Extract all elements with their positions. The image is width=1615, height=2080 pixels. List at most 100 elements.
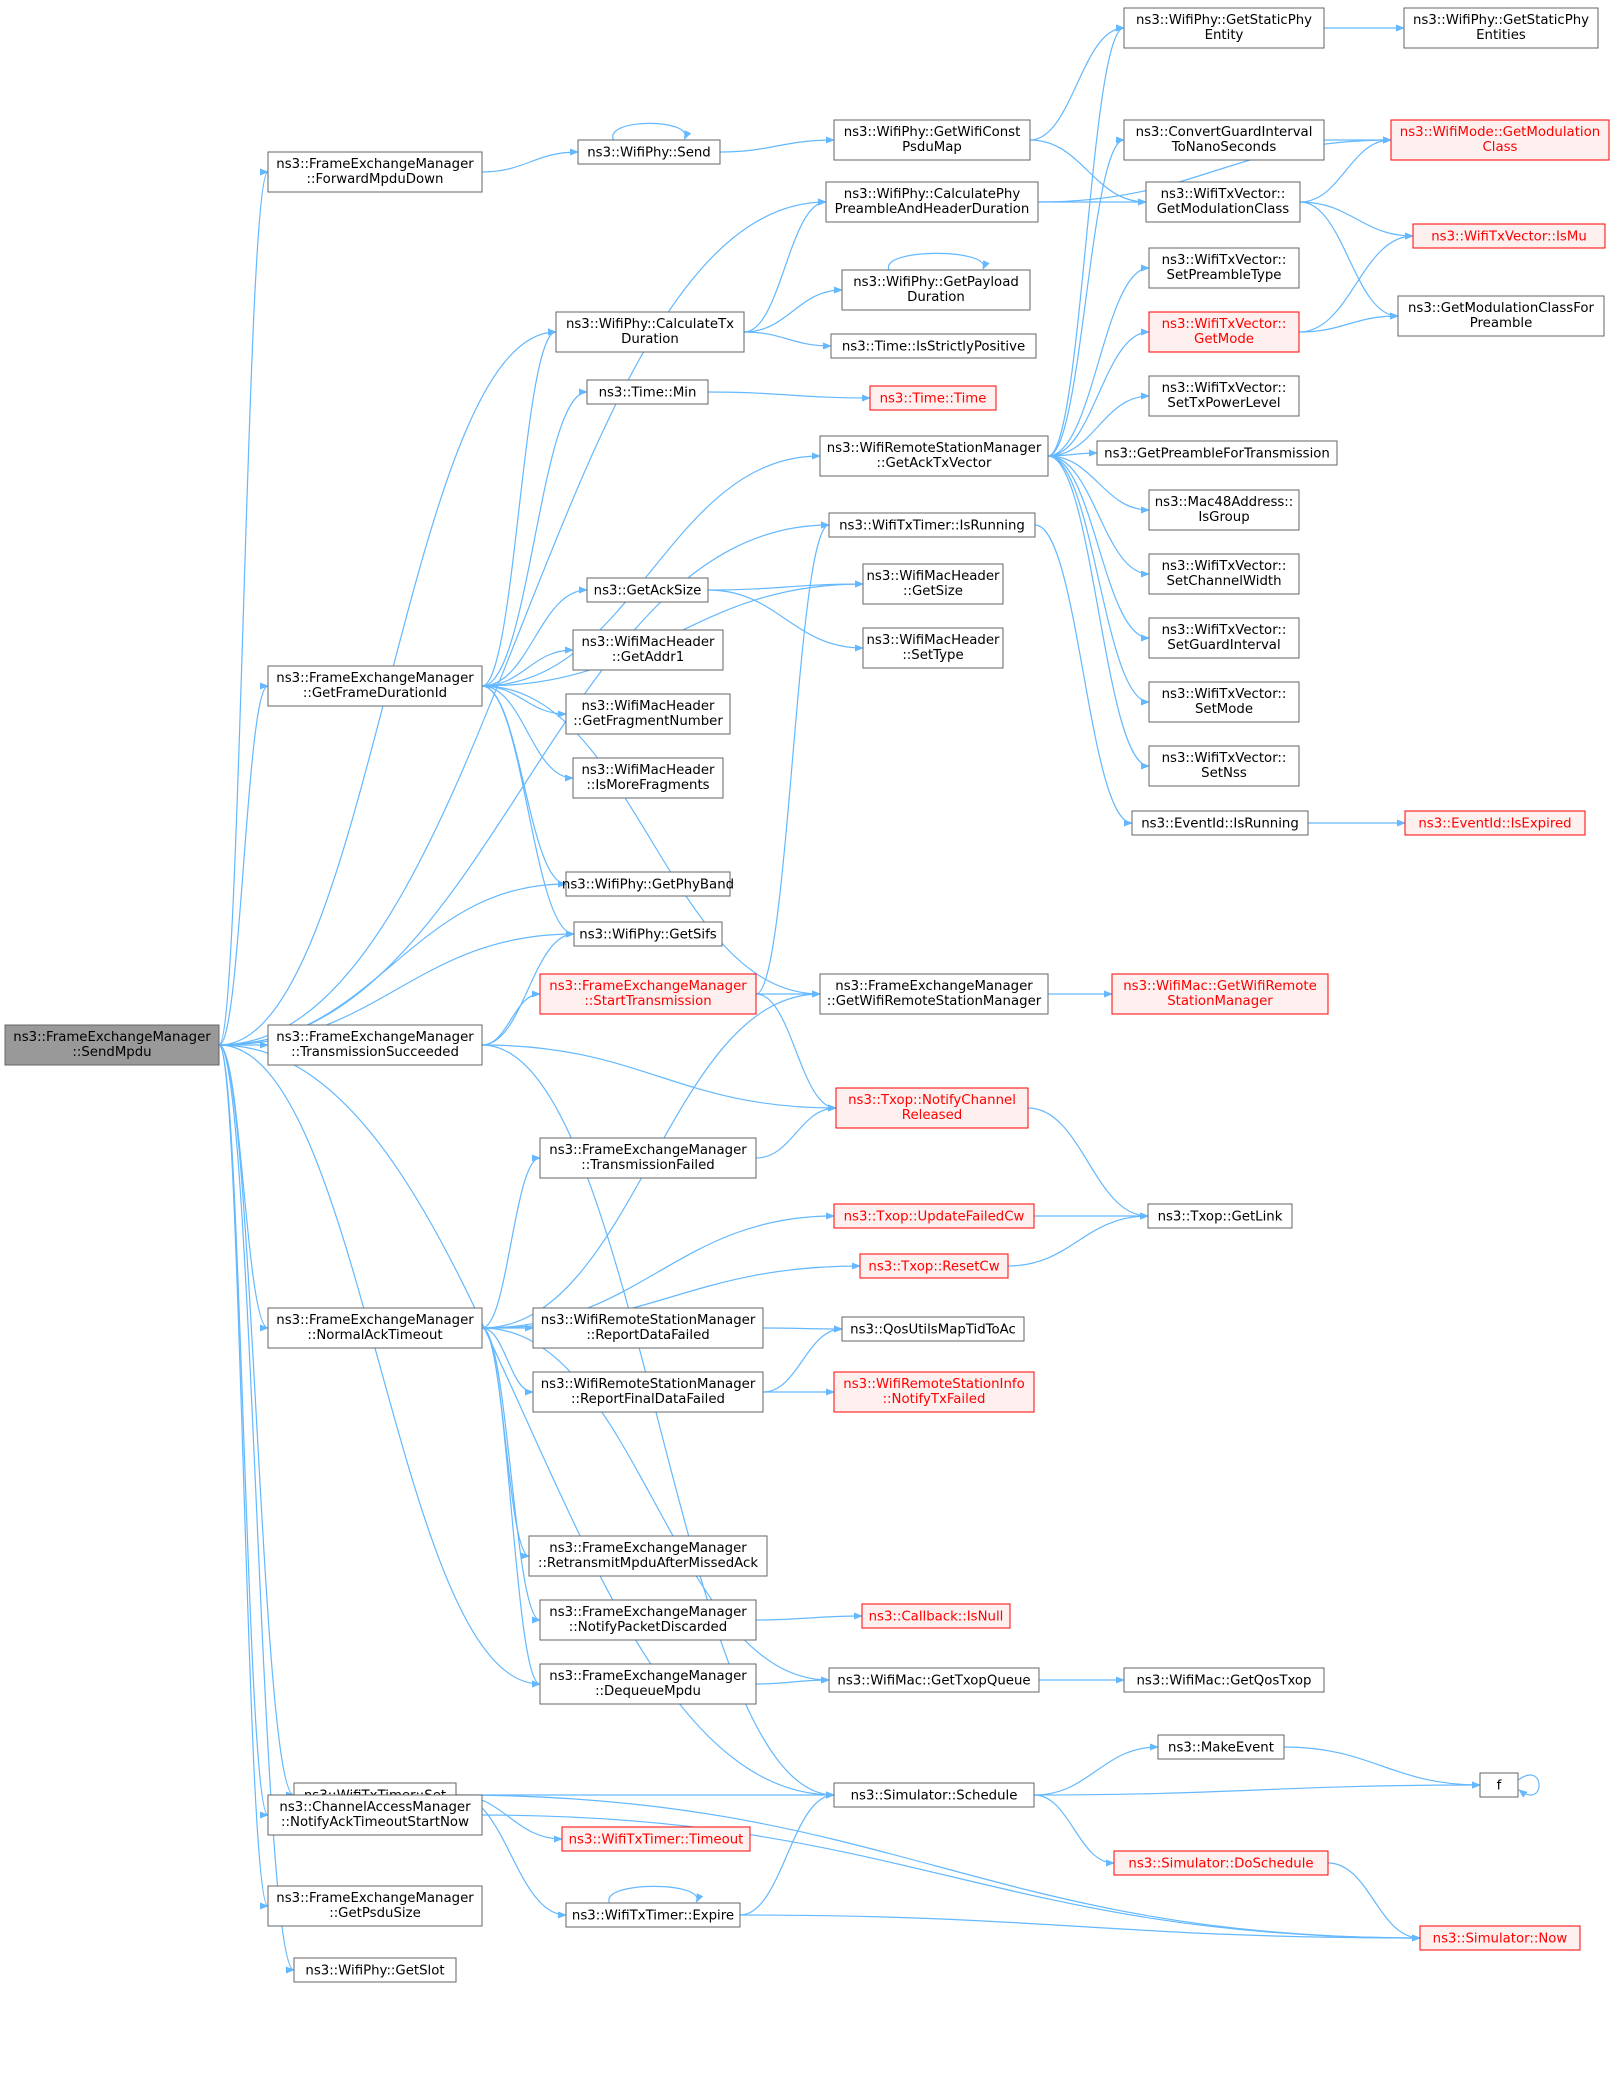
graph-node[interactable]: ns3::WifiMacHeader::GetFragmentNumber bbox=[565, 693, 731, 735]
graph-node[interactable]: ns3::GetAckSize bbox=[586, 577, 709, 603]
graph-node[interactable]: f bbox=[1479, 1772, 1519, 1798]
graph-node[interactable]: ns3::FrameExchangeManager::GetFrameDurat… bbox=[267, 665, 483, 707]
graph-node[interactable]: ns3::MakeEvent bbox=[1157, 1734, 1285, 1760]
graph-node[interactable]: ns3::WifiMacHeader::GetSize bbox=[862, 563, 1004, 605]
graph-node[interactable]: ns3::EventId::IsRunning bbox=[1131, 810, 1309, 836]
graph-node[interactable]: ns3::WifiRemoteStationManager::ReportDat… bbox=[532, 1307, 764, 1349]
graph-node[interactable]: ns3::WifiMacHeader::GetAddr1 bbox=[572, 629, 724, 671]
graph-node[interactable]: ns3::Txop::GetLink bbox=[1147, 1203, 1293, 1229]
graph-node[interactable]: ns3::WifiTxVector::SetMode bbox=[1148, 681, 1300, 723]
graph-node[interactable]: ns3::FrameExchangeManager::StartTransmis… bbox=[539, 973, 757, 1015]
call-edge bbox=[481, 685, 567, 888]
node-box bbox=[869, 385, 997, 411]
node-label: ns3::WifiPhy::GetSifs bbox=[579, 928, 717, 943]
node-box bbox=[1148, 617, 1300, 659]
graph-node[interactable]: ns3::Simulator::Now bbox=[1419, 1925, 1581, 1951]
graph-node[interactable]: ns3::WifiMacHeader::SetType bbox=[862, 627, 1004, 669]
graph-node[interactable]: ns3::Callback::IsNull bbox=[861, 1603, 1011, 1629]
graph-node[interactable]: ns3::WifiTxTimer::Expire bbox=[565, 1902, 741, 1928]
node-label: ns3::WifiPhy::Send bbox=[587, 146, 711, 161]
graph-node[interactable]: ns3::WifiTxVector::IsMu bbox=[1412, 223, 1606, 249]
graph-node[interactable]: ns3::WifiTxVector::GetMode bbox=[1148, 311, 1300, 353]
node-box bbox=[586, 379, 709, 405]
graph-node[interactable]: ns3::FrameExchangeManager::NotifyPacketD… bbox=[539, 1599, 757, 1641]
node-label: ns3::Simulator::Schedule bbox=[851, 1789, 1018, 1804]
node-label: PreambleAndHeaderDuration bbox=[835, 202, 1030, 217]
node-label: SetTxPowerLevel bbox=[1167, 396, 1280, 411]
graph-node[interactable]: ns3::WifiMac::GetQosTxop bbox=[1123, 1667, 1325, 1693]
graph-node[interactable]: ns3::WifiPhy::GetPhyBand bbox=[562, 871, 734, 897]
node-label: ns3::Txop::GetLink bbox=[1158, 1210, 1283, 1225]
graph-node[interactable]: ns3::GetPreambleForTransmission bbox=[1096, 440, 1338, 466]
graph-node[interactable]: ns3::WifiPhy::GetSifs bbox=[573, 921, 723, 947]
node-label: ns3::ChannelAccessManager bbox=[279, 1800, 471, 1815]
graph-node[interactable]: ns3::WifiMacHeader::IsMoreFragments bbox=[572, 757, 724, 799]
node-box bbox=[1148, 375, 1300, 417]
graph-node[interactable]: ns3::FrameExchangeManager::TransmissionS… bbox=[267, 1024, 483, 1066]
graph-node[interactable]: ns3::WifiRemoteStationManager::GetAckTxV… bbox=[819, 435, 1049, 477]
graph-node[interactable]: ns3::EventId::IsExpired bbox=[1404, 810, 1586, 836]
node-label: ns3::GetPreambleForTransmission bbox=[1104, 447, 1330, 462]
graph-node[interactable]: ns3::ChannelAccessManager::NotifyAckTime… bbox=[267, 1794, 483, 1836]
graph-node[interactable]: ns3::WifiMode::GetModulationClass bbox=[1390, 119, 1610, 161]
node-label: ns3::WifiTxTimer::Timeout bbox=[569, 1833, 744, 1848]
call-edge bbox=[218, 1044, 269, 1819]
graph-node[interactable]: ns3::QosUtilsMapTidToAc bbox=[841, 1316, 1025, 1342]
graph-node[interactable]: ns3::Mac48Address::IsGroup bbox=[1148, 489, 1300, 531]
node-label: ns3::Callback::IsNull bbox=[869, 1610, 1004, 1625]
graph-node[interactable]: ns3::WifiRemoteStationInfo::NotifyTxFail… bbox=[833, 1371, 1035, 1413]
node-box bbox=[1123, 7, 1325, 49]
graph-node[interactable]: ns3::Txop::UpdateFailedCw bbox=[833, 1203, 1035, 1229]
node-box bbox=[532, 1307, 764, 1349]
node-box bbox=[819, 435, 1049, 477]
graph-node[interactable]: ns3::Simulator::DoSchedule bbox=[1113, 1850, 1329, 1876]
node-label: ns3::WifiMacHeader bbox=[866, 569, 1000, 584]
graph-node[interactable]: ns3::FrameExchangeManager::ForwardMpduDo… bbox=[267, 151, 483, 193]
node-label: ns3::Time::Min bbox=[599, 386, 697, 401]
node-box bbox=[267, 1024, 483, 1066]
graph-node[interactable]: ns3::WifiMac::GetTxopQueue bbox=[828, 1667, 1040, 1693]
graph-node[interactable]: ns3::FrameExchangeManager::GetWifiRemote… bbox=[819, 973, 1049, 1015]
graph-node[interactable]: ns3::WifiTxVector::SetPreambleType bbox=[1148, 247, 1300, 289]
graph-node[interactable]: ns3::WifiTxVector::SetTxPowerLevel bbox=[1148, 375, 1300, 417]
graph-node[interactable]: ns3::FrameExchangeManager::SendMpdu bbox=[4, 1024, 220, 1066]
node-label: ns3::WifiTxTimer::IsRunning bbox=[839, 519, 1025, 534]
graph-node[interactable]: ns3::Time::Time bbox=[869, 385, 997, 411]
graph-node[interactable]: ns3::WifiPhy::CalculatePhyPreambleAndHea… bbox=[825, 181, 1039, 223]
graph-node[interactable]: ns3::WifiTxVector::SetNss bbox=[1148, 745, 1300, 787]
graph-node[interactable]: ns3::WifiPhy::GetSlot bbox=[293, 1957, 457, 1983]
graph-node[interactable]: ns3::WifiTxVector::SetGuardInterval bbox=[1148, 617, 1300, 659]
graph-node[interactable]: ns3::FrameExchangeManager::NormalAckTime… bbox=[267, 1307, 483, 1349]
graph-node[interactable]: ns3::WifiMac::GetWifiRemoteStationManage… bbox=[1111, 973, 1329, 1015]
graph-node[interactable]: ns3::Simulator::Schedule bbox=[833, 1782, 1035, 1808]
graph-node[interactable]: ns3::Time::Min bbox=[586, 379, 709, 405]
graph-node[interactable]: ns3::WifiRemoteStationManager::ReportFin… bbox=[532, 1371, 764, 1413]
graph-node[interactable]: ns3::WifiTxTimer::IsRunning bbox=[828, 512, 1036, 538]
call-edge bbox=[743, 198, 827, 333]
node-label: f bbox=[1497, 1779, 1502, 1794]
graph-node[interactable]: ns3::FrameExchangeManager::RetransmitMpd… bbox=[528, 1535, 768, 1577]
graph-node[interactable]: ns3::FrameExchangeManager::DequeueMpdu bbox=[539, 1663, 757, 1705]
graph-node[interactable]: ns3::Time::IsStrictlyPositive bbox=[830, 333, 1037, 359]
node-label: ns3::WifiPhy::GetStaticPhy bbox=[1413, 13, 1589, 28]
graph-node[interactable]: ns3::FrameExchangeManager::TransmissionF… bbox=[539, 1137, 757, 1179]
call-edge bbox=[1298, 312, 1399, 333]
graph-node[interactable]: ns3::FrameExchangeManager::GetPsduSize bbox=[267, 1885, 483, 1927]
graph-node[interactable]: ns3::WifiTxVector::GetModulationClass bbox=[1145, 181, 1301, 223]
graph-node[interactable]: ns3::Txop::ResetCw bbox=[859, 1253, 1009, 1279]
node-label: Preamble bbox=[1470, 316, 1533, 331]
node-box bbox=[565, 871, 731, 897]
graph-node[interactable]: ns3::WifiTxVector::SetChannelWidth bbox=[1148, 553, 1300, 595]
call-edge bbox=[888, 252, 990, 271]
graph-node[interactable]: ns3::WifiTxTimer::Timeout bbox=[561, 1826, 751, 1852]
graph-node[interactable]: ns3::WifiPhy::Send bbox=[577, 139, 721, 165]
